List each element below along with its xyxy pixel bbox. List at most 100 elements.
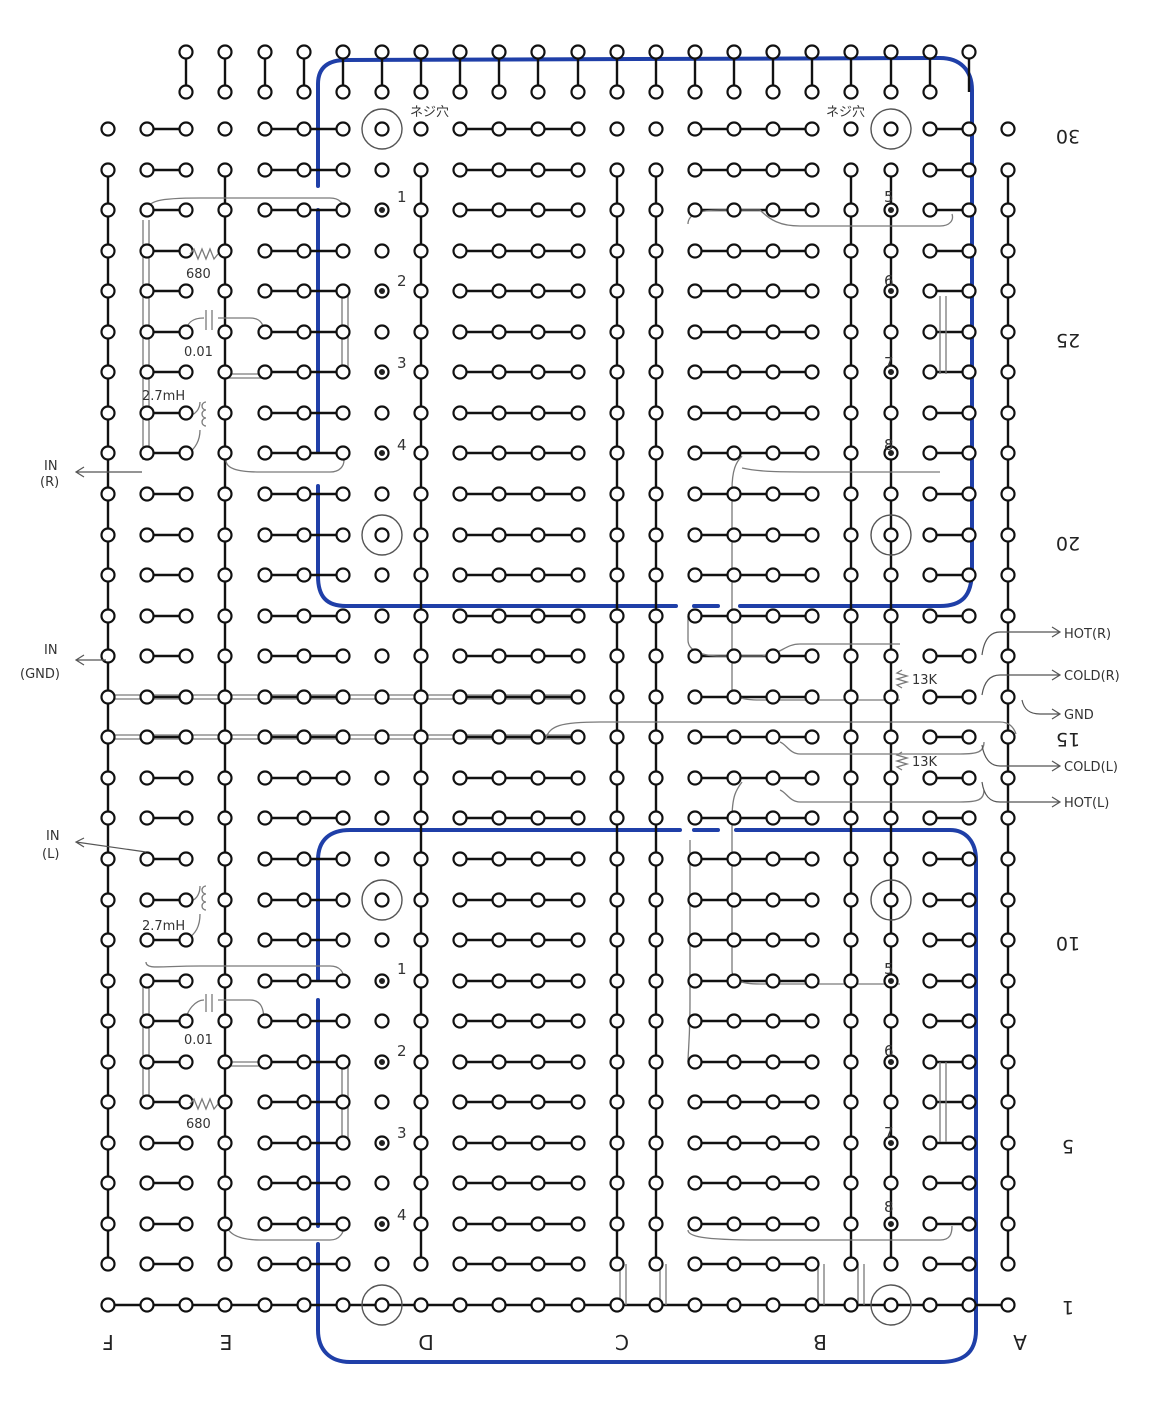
header-pad-bottom: [843, 84, 859, 100]
pad: [883, 932, 899, 948]
pad: [922, 283, 938, 299]
pad: [100, 810, 116, 826]
mounting-hole-pad: [374, 527, 390, 543]
pad: [961, 1256, 977, 1272]
pad: [609, 243, 625, 259]
pad: [452, 1094, 468, 1110]
pad: [296, 892, 312, 908]
pad: [139, 445, 155, 461]
pad: [804, 892, 820, 908]
pad: [922, 851, 938, 867]
ic-bottom-pin-5: 5: [884, 960, 894, 978]
pad: [335, 405, 351, 421]
pad: [530, 1216, 546, 1232]
pad: [961, 202, 977, 218]
pad: [961, 851, 977, 867]
pad: [1000, 973, 1016, 989]
pad: [413, 851, 429, 867]
pad: [1000, 892, 1016, 908]
ic-top-pin-1: 1: [397, 188, 407, 206]
pad: [100, 1135, 116, 1151]
pad: [961, 1013, 977, 1029]
pad: [922, 1216, 938, 1232]
pad: [139, 486, 155, 502]
ic-pin-dot: [379, 1221, 385, 1227]
pad: [609, 405, 625, 421]
in-r-arrow: [74, 466, 142, 478]
pad: [178, 892, 194, 908]
header-pad-top: [296, 44, 312, 60]
pad: [100, 1054, 116, 1070]
pad: [843, 202, 859, 218]
pad: [374, 1094, 390, 1110]
pad: [178, 689, 194, 705]
pad: [413, 1175, 429, 1191]
pad: [765, 324, 781, 340]
pad: [726, 810, 742, 826]
pad: [726, 648, 742, 664]
pad: [765, 1256, 781, 1272]
pad: [335, 892, 351, 908]
pad: [296, 1094, 312, 1110]
pad: [961, 892, 977, 908]
pad: [648, 1175, 664, 1191]
ic-module-outline-top: [316, 55, 974, 608]
pad: [139, 527, 155, 543]
mounting-hole-pad: [883, 1297, 899, 1313]
pad: [452, 770, 468, 786]
pad: [530, 770, 546, 786]
pad: [530, 1013, 546, 1029]
ic-top-pin-7: 7: [884, 354, 894, 372]
pad: [257, 689, 273, 705]
pad: [570, 405, 586, 421]
pad: [648, 486, 664, 502]
pad: [413, 486, 429, 502]
pad: [765, 1135, 781, 1151]
pad: [1000, 1175, 1016, 1191]
pad: [139, 770, 155, 786]
ic-top-pin-2: 2: [397, 272, 407, 290]
pad: [335, 1297, 351, 1313]
pad: [100, 567, 116, 583]
jumper-wire: [226, 373, 264, 379]
pad: [883, 1094, 899, 1110]
pad: [922, 932, 938, 948]
pad: [609, 892, 625, 908]
module-outlines: [316, 55, 978, 1364]
pad: [413, 445, 429, 461]
pad: [178, 324, 194, 340]
in-gnd-label-2: (GND): [20, 667, 60, 682]
pad: [530, 851, 546, 867]
pad: [452, 1135, 468, 1151]
pad: [139, 162, 155, 178]
pad: [687, 445, 703, 461]
pad: [139, 729, 155, 745]
pad: [726, 1297, 742, 1313]
pad: [257, 283, 273, 299]
pad: [765, 486, 781, 502]
pad: [609, 445, 625, 461]
pad: [491, 162, 507, 178]
pad: [374, 1256, 390, 1272]
pad: [570, 1094, 586, 1110]
jumper-wire: [687, 616, 900, 657]
pad: [843, 364, 859, 380]
pad: [609, 1256, 625, 1272]
pad: [452, 445, 468, 461]
pad: [491, 689, 507, 705]
pad: [374, 162, 390, 178]
pad: [648, 770, 664, 786]
pad: [178, 1135, 194, 1151]
pad: [843, 1297, 859, 1313]
pad: [178, 729, 194, 745]
header-pad-bottom: [726, 84, 742, 100]
jumper-wire: [659, 1264, 667, 1305]
pad: [1000, 364, 1016, 380]
pad: [452, 689, 468, 705]
pad: [296, 729, 312, 745]
pad: [100, 1256, 116, 1272]
pad: [570, 973, 586, 989]
pad: [374, 324, 390, 340]
pad: [491, 932, 507, 948]
